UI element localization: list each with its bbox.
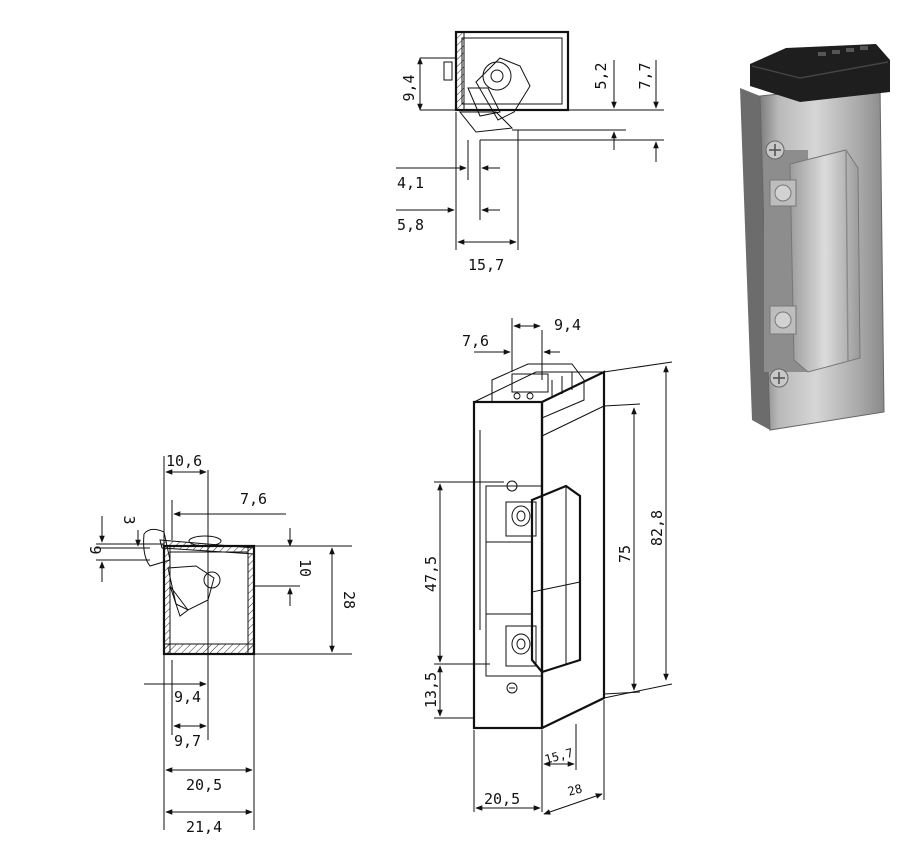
dim-top-5-8: 5,8 (397, 216, 424, 234)
dim-iso-47-5: 47,5 (422, 556, 440, 592)
photo-side (740, 88, 770, 430)
side-housing-outline (162, 544, 256, 656)
dim-iso-28: 28 (566, 782, 584, 799)
top-wall-hatch (455, 31, 465, 111)
dim-side-10: 10 (296, 559, 314, 577)
dim-iso-82-8: 82,8 (648, 510, 666, 546)
photo-cap-slots (818, 46, 868, 56)
iso-terminal-block (491, 363, 585, 419)
side-latch-head (143, 528, 171, 567)
photo-latch-tongue (789, 149, 861, 373)
top-housing-inner (461, 37, 563, 105)
dim-iso-20-5: 20,5 (484, 790, 520, 808)
dim-side-9: 9 (86, 545, 104, 554)
iso-roller-lower (505, 625, 537, 667)
dim-iso-75: 75 (616, 545, 634, 563)
dim-side-28: 28 (340, 591, 358, 609)
dim-top-15-7: 15,7 (468, 256, 504, 274)
product-photo (740, 44, 890, 431)
dim-iso-9-4: 9,4 (554, 316, 581, 334)
dim-top-5-2: 5,2 (592, 62, 610, 89)
photo-roller-upper (769, 179, 797, 207)
iso-inner-plate (485, 485, 543, 677)
top-view: 9,4 5,2 7,7 4,1 5,8 15,7 (396, 30, 664, 274)
iso-screw-bottom (506, 682, 518, 694)
iso-right-face (540, 370, 606, 730)
side-right-hatch (247, 545, 255, 655)
dim-top-7-7: 7,7 (636, 62, 654, 89)
iso-roller-upper (505, 501, 537, 537)
iso-screw-top (506, 480, 518, 492)
iso-latch-tongue (530, 484, 582, 674)
iso-view: 7,6 9,4 47,5 13,5 75 82,8 15,7 28 20,5 (422, 316, 673, 815)
dim-side-10-6: 10,6 (166, 452, 202, 470)
top-latch-mechanism (458, 57, 531, 133)
dim-side-21-4: 21,4 (186, 818, 222, 836)
photo-screw-top (765, 140, 785, 160)
dim-top-4-1: 4,1 (397, 174, 424, 192)
dim-side-20-5: 20,5 (186, 776, 222, 794)
side-left-hatch (163, 545, 171, 655)
dim-side-7-6: 7,6 (240, 490, 267, 508)
dim-iso-7-6: 7,6 (462, 332, 489, 350)
photo-roller-lower (769, 305, 797, 335)
side-bottom-hatch (163, 643, 255, 655)
photo-terminal-cap (750, 44, 890, 102)
dim-side-9-4: 9,4 (174, 688, 201, 706)
photo-screw-bottom (769, 368, 789, 388)
dim-iso-15-7: 15,7 (543, 746, 575, 767)
top-tab (443, 61, 453, 81)
dim-iso-13-5: 13,5 (422, 672, 440, 708)
dim-side-9-7: 9,7 (174, 732, 201, 750)
side-view: 10,6 7,6 3 9 10 28 9,4 9,7 20,5 21,4 (86, 452, 358, 836)
dim-top-9-4: 9,4 (400, 74, 418, 101)
dim-side-3: 3 (120, 515, 138, 524)
